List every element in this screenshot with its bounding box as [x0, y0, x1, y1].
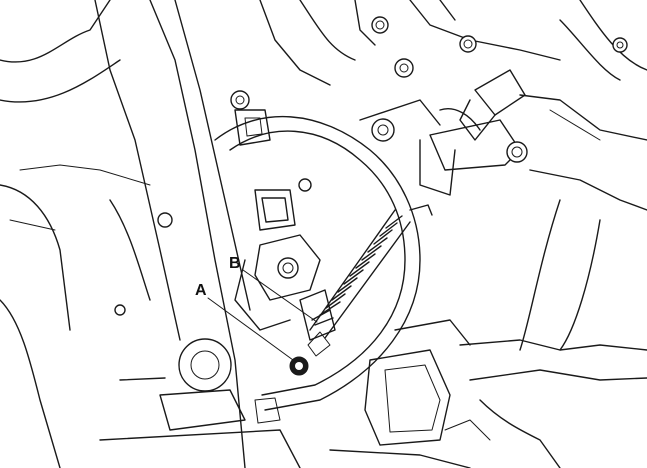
- lower-mount: [99, 338, 301, 468]
- control-cable-bellows: [307, 204, 433, 357]
- bolt-a: [289, 356, 309, 376]
- callout-label-a: A: [195, 282, 207, 299]
- shift-lever-assembly: [234, 234, 336, 341]
- sensor-connector: [359, 69, 647, 211]
- callout-label-b: B: [229, 255, 241, 272]
- callout-b-leader: [242, 269, 318, 323]
- hose: [214, 115, 421, 411]
- mount-bracket: [230, 90, 312, 231]
- lower-right-components: [329, 199, 647, 468]
- upper-housing: [259, 0, 647, 86]
- engine-block-outline: [0, 0, 251, 468]
- callout-a-leader: [207, 297, 294, 361]
